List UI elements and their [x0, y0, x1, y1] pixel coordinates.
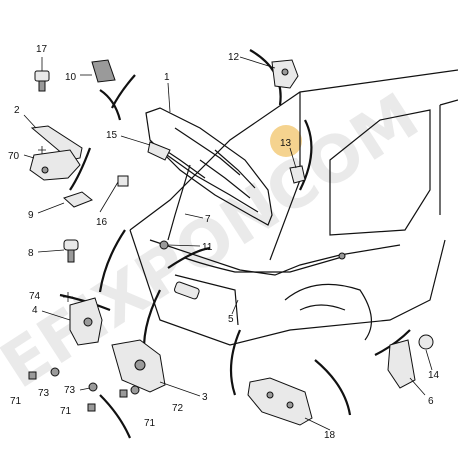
callout-71: 71 — [10, 396, 22, 407]
leader-lines — [23, 56, 433, 431]
part-11-clip — [159, 240, 169, 250]
callouts: 1 2 3 4 5 6 7 8 9 10 11 12 13 14 15 16 1… — [8, 44, 440, 441]
callout-3: 3 — [202, 392, 208, 403]
part-70-bracket — [29, 149, 81, 181]
callout-72: 72 — [172, 403, 184, 414]
callout-6: 6 — [428, 396, 434, 407]
part-10-buffer — [91, 59, 116, 83]
part-71-nut-3 — [119, 389, 128, 398]
callout-11: 11 — [202, 242, 213, 253]
part-15-panel — [147, 141, 171, 161]
callout-12: 12 — [228, 52, 240, 63]
part-73-washer-2 — [88, 382, 98, 392]
cross-marker-70 — [38, 146, 46, 154]
callout-71-b: 71 — [60, 406, 72, 417]
part-13-clip — [289, 165, 306, 184]
cable-end — [338, 252, 346, 260]
part-73-washer — [50, 367, 60, 377]
callout-4: 4 — [32, 305, 38, 316]
callout-70: 70 — [8, 151, 20, 162]
highlight-marker — [270, 125, 302, 157]
part-3-latch — [111, 339, 166, 393]
cross-marker-74 — [63, 292, 73, 302]
part-72-washer — [130, 385, 140, 395]
callout-74: 74 — [29, 291, 41, 302]
part-16-square — [117, 175, 129, 187]
part-17-stud — [34, 70, 50, 92]
callout-18: 18 — [324, 430, 336, 441]
callout-13: 13 — [280, 138, 292, 149]
callout-73-b: 73 — [64, 385, 76, 396]
bonnet-stay-rod — [167, 164, 191, 241]
release-cable — [184, 256, 343, 273]
callout-16: 16 — [96, 217, 108, 228]
callout-17: 17 — [36, 44, 48, 55]
callout-2: 2 — [14, 105, 20, 116]
callout-5: 5 — [228, 314, 234, 325]
part-18-trim — [247, 377, 313, 426]
part-71-nut — [28, 371, 37, 380]
callout-14: 14 — [428, 370, 440, 381]
callout-15: 15 — [106, 130, 118, 141]
callout-71-c: 71 — [144, 418, 156, 429]
callout-10: 10 — [65, 72, 77, 83]
part-8-grommet — [63, 239, 79, 263]
callout-8: 8 — [28, 248, 34, 259]
part-6-lock-plate — [387, 339, 416, 389]
callout-1: 1 — [164, 72, 170, 83]
part-71-nut-2 — [87, 403, 96, 412]
part-14-plug — [418, 334, 434, 350]
callout-7: 7 — [205, 214, 211, 225]
callout-9: 9 — [28, 210, 34, 221]
part-12-catch — [271, 59, 299, 89]
vehicle-body — [129, 69, 458, 346]
part-4-lock — [69, 297, 103, 346]
part-9-pad — [63, 191, 93, 208]
callout-73: 73 — [38, 388, 50, 399]
